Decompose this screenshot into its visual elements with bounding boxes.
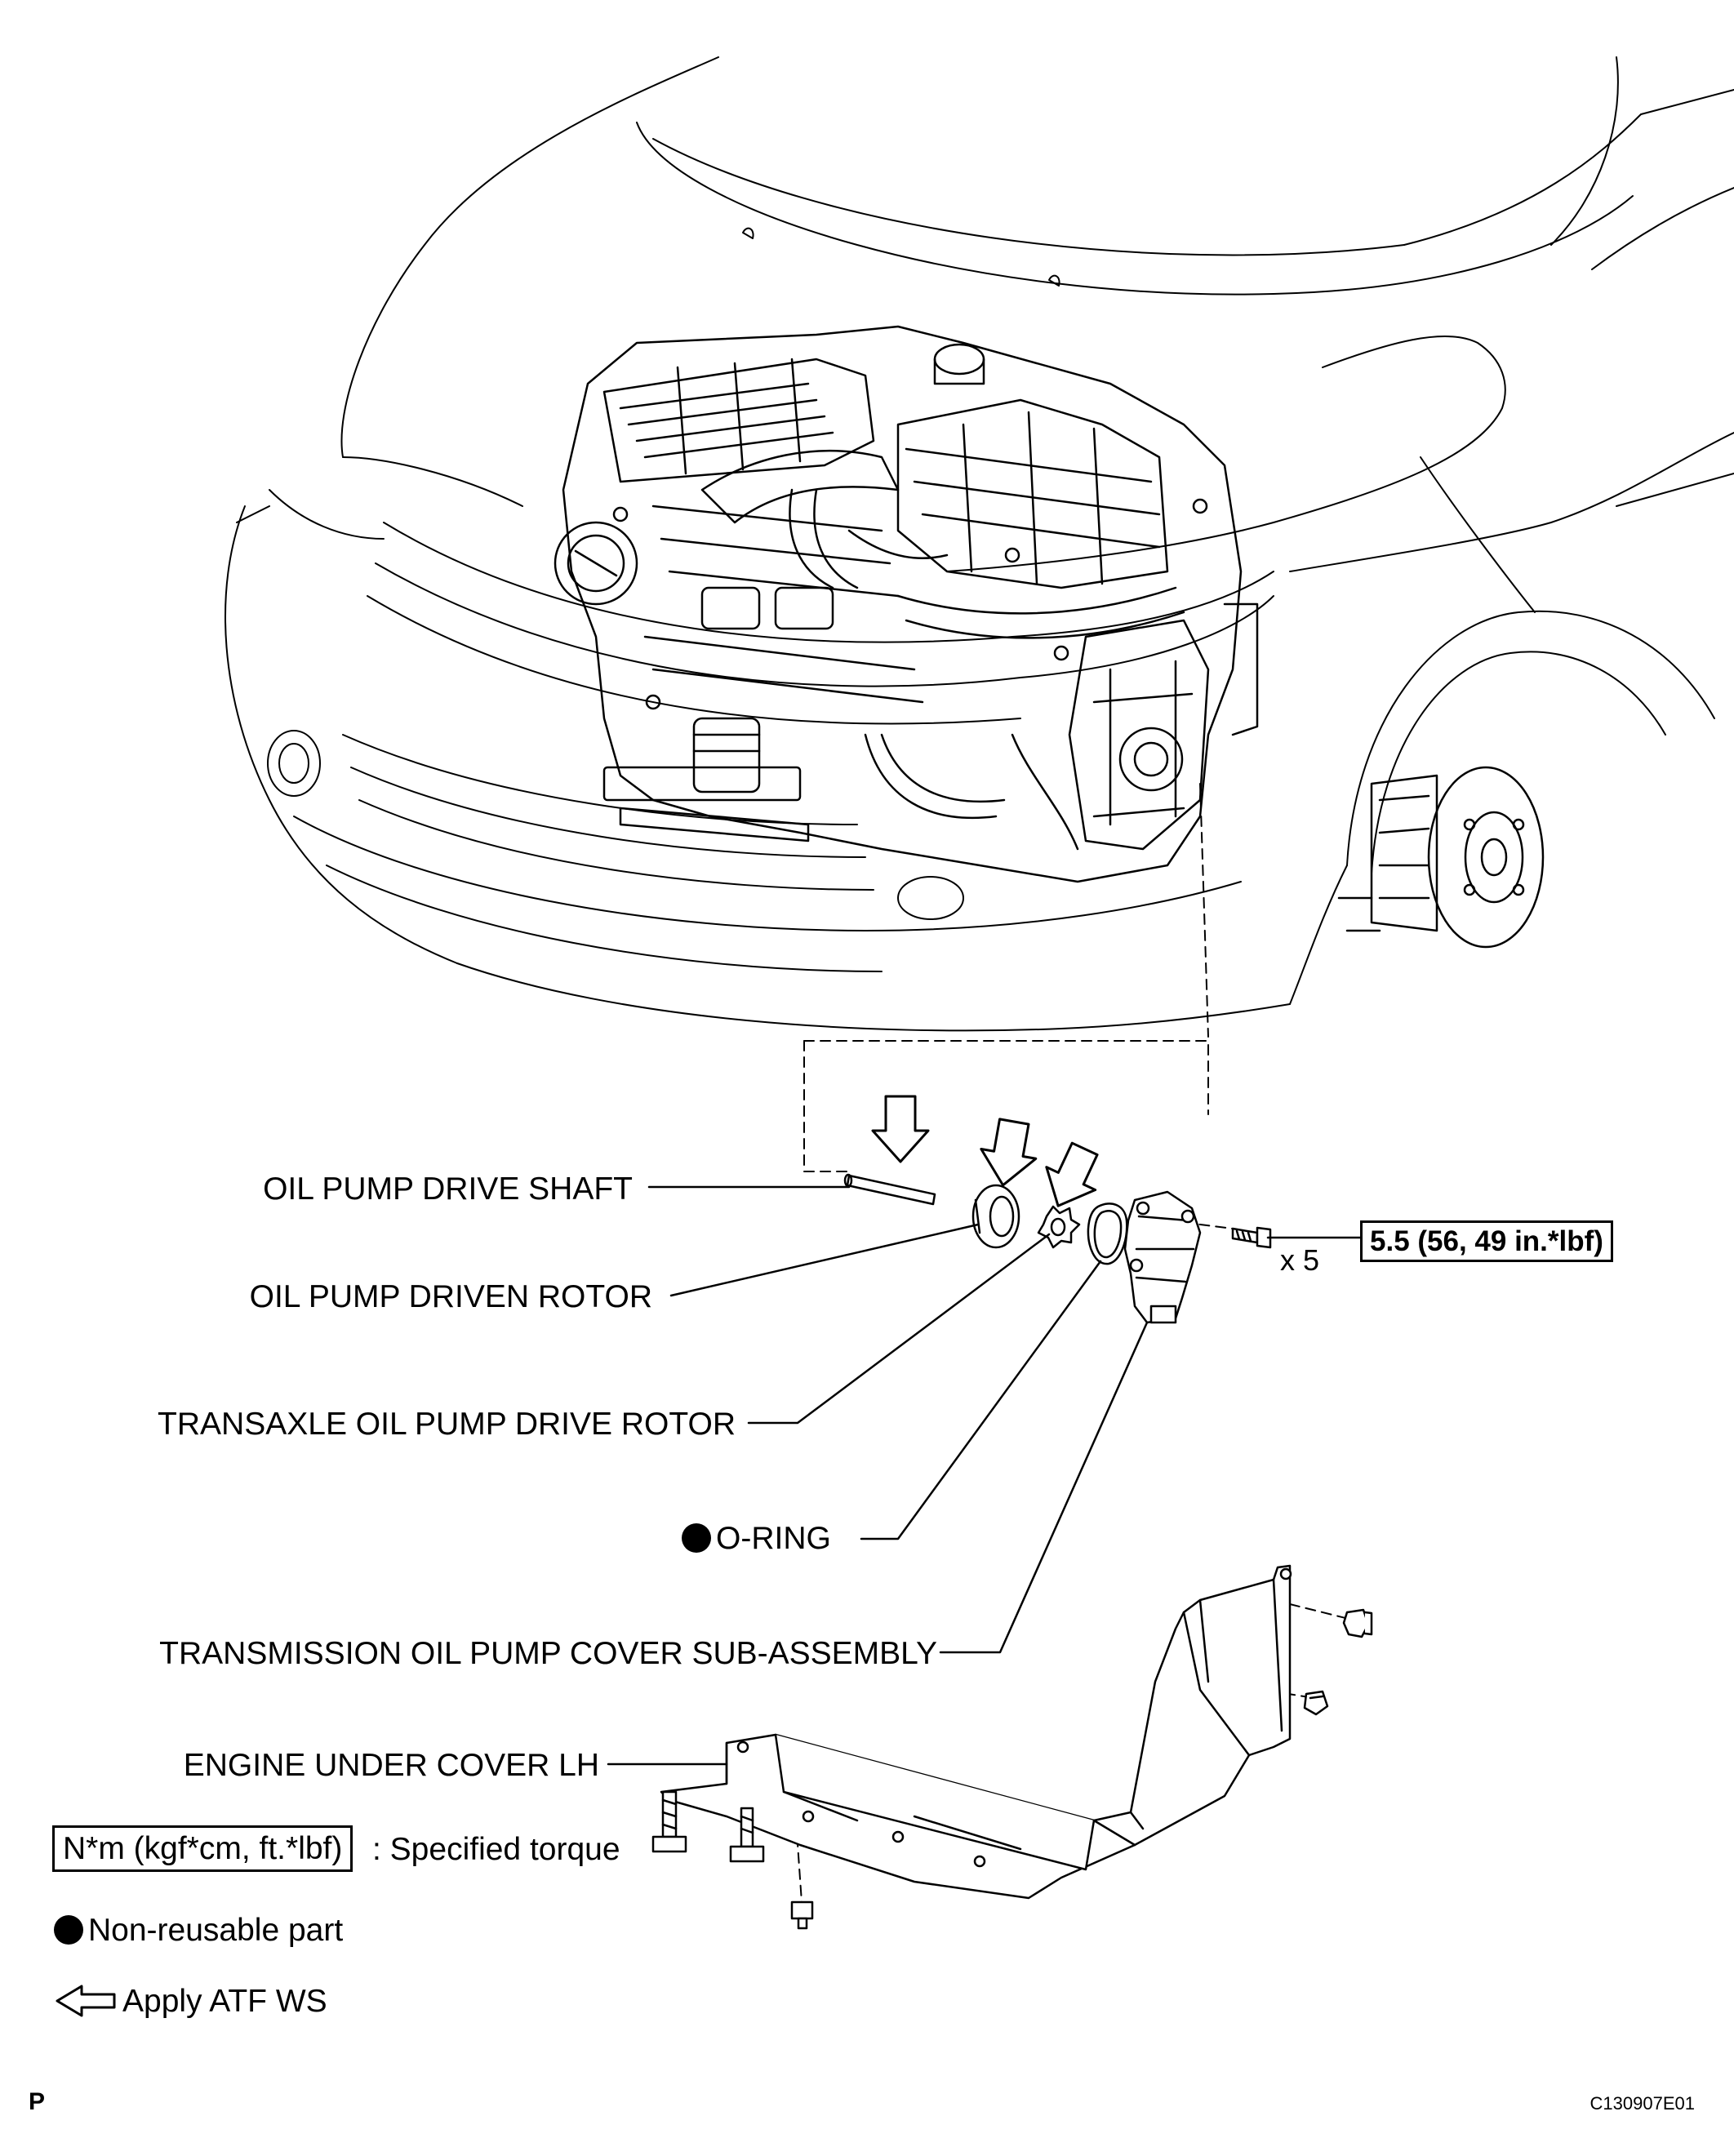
label-o-ring: O-RING [682,1523,831,1554]
leader-o-ring [860,1260,1102,1540]
oil-pump-driven-rotor-part [971,1184,1020,1249]
oil-pump-drive-shaft-part [843,1173,936,1206]
legend-torque-description: : Specified torque [372,1832,620,1867]
legend-non-reusable: Non-reusable part [54,1914,343,1946]
apply-atf-arrow-markers [871,1095,1099,1207]
label-oil-pump-drive-shaft: OIL PUMP DRIVE SHAFT [263,1171,633,1207]
arrow-drive-shaft [871,1095,930,1163]
legend-apply-atf: Apply ATF WS [122,1984,327,2019]
non-reusable-bullet-icon [682,1523,711,1553]
page-letter: P [29,2088,46,2115]
transaxle-oil-pump-drive-rotor-part [1037,1205,1081,1249]
label-o-ring-text: O-RING [716,1521,831,1556]
arrow-drive-rotor [1045,1141,1099,1207]
leader-lines [607,1185,1362,1766]
under-cover-fasteners [651,1608,1373,1930]
arrow-driven-rotor [980,1118,1038,1187]
label-transmission-oil-pump-cover: TRANSMISSION OIL PUMP COVER SUB-ASSEMBLY [159,1636,937,1671]
legend-hollow-arrow-icon [56,1985,116,2017]
front-wheel-hub [1337,766,1545,949]
engine-under-cover-lh-part [660,1564,1292,1900]
label-oil-pump-driven-rotor: OIL PUMP DRIVEN ROTOR [249,1279,652,1314]
transmission-oil-pump-cover-part [1123,1190,1202,1324]
figure-code: C130907E01 [1590,2093,1695,2114]
torque-spec-box: 5.5 (56, 49 in.*lbf) [1360,1220,1613,1262]
bolt-quantity: x 5 [1280,1243,1320,1277]
label-engine-under-cover-lh: ENGINE UNDER COVER LH [183,1748,599,1783]
engine-assembly [554,325,1259,883]
legend-non-reusable-text: Non-reusable part [88,1913,344,1948]
pump-cover-bolt [1231,1226,1272,1249]
vehicle-body-outline [225,56,1734,1032]
non-reusable-legend-icon [54,1915,83,1945]
leader-pump-cover [939,1321,1149,1654]
leader-driven-rotor [669,1223,980,1297]
legend-torque-units-box: N*m (kgf*cm, ft.*lbf) [52,1825,353,1872]
label-transaxle-oil-pump-drive-rotor: TRANSAXLE OIL PUMP DRIVE ROTOR [158,1407,736,1442]
o-ring-part [1087,1202,1128,1265]
leader-drive-rotor [747,1233,1051,1425]
